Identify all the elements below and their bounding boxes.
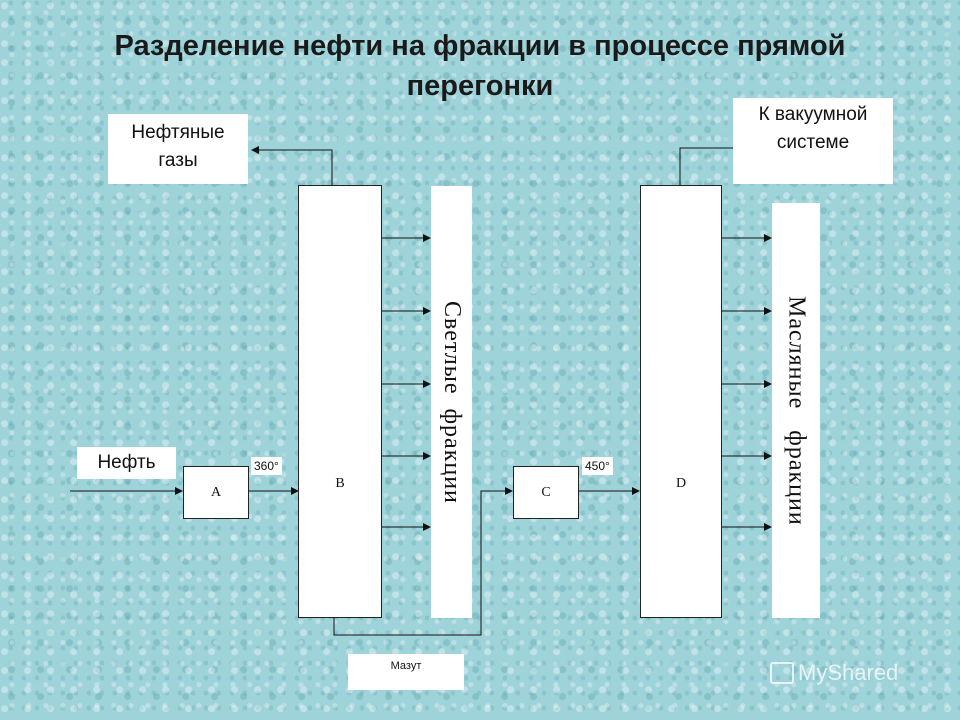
watermark-text: MyShared bbox=[798, 660, 899, 685]
page-title: Разделение нефти на фракции в процессе п… bbox=[40, 26, 920, 106]
title-line-1: Разделение нефти на фракции в процессе п… bbox=[114, 30, 846, 62]
presentation-icon bbox=[770, 662, 794, 684]
oil-input-label: Нефть bbox=[77, 447, 176, 479]
petroleum-gases-line-1: Нефтяные bbox=[131, 122, 225, 143]
vacuum-system-line-1: К вакуумной bbox=[758, 104, 868, 125]
node-d-label: D bbox=[675, 476, 687, 491]
node-c-label: C bbox=[541, 484, 551, 500]
vacuum-system-label: К вакуумной системе bbox=[733, 98, 893, 184]
oil-fractions-label: Масляные фракции bbox=[783, 295, 810, 526]
mazut-label: Мазут bbox=[348, 654, 464, 690]
temperature-450: 450° bbox=[582, 457, 613, 475]
node-c: C bbox=[513, 466, 579, 519]
petroleum-gases-label: Нефтяные газы bbox=[108, 114, 248, 184]
light-fractions-panel: Светлые фракции bbox=[431, 186, 472, 618]
node-a-label: A bbox=[210, 484, 222, 500]
node-b-label: B bbox=[335, 476, 345, 491]
petroleum-gases-line-2: газы bbox=[158, 150, 198, 171]
watermark: MyShared bbox=[770, 660, 898, 686]
oil-fractions-panel: Масляные фракции bbox=[772, 203, 820, 618]
oil-input-text: Нефть bbox=[97, 452, 156, 473]
mazut-text: Мазут bbox=[390, 660, 422, 672]
distillation-column-d: D bbox=[640, 185, 722, 618]
title-line-2: перегонки bbox=[406, 70, 554, 102]
temperature-360: 360° bbox=[251, 457, 282, 475]
distillation-column-b: B bbox=[298, 185, 382, 618]
vacuum-system-line-2: системе bbox=[776, 132, 850, 153]
light-fractions-label: Светлые фракции bbox=[439, 300, 465, 504]
node-a: A bbox=[183, 466, 249, 519]
